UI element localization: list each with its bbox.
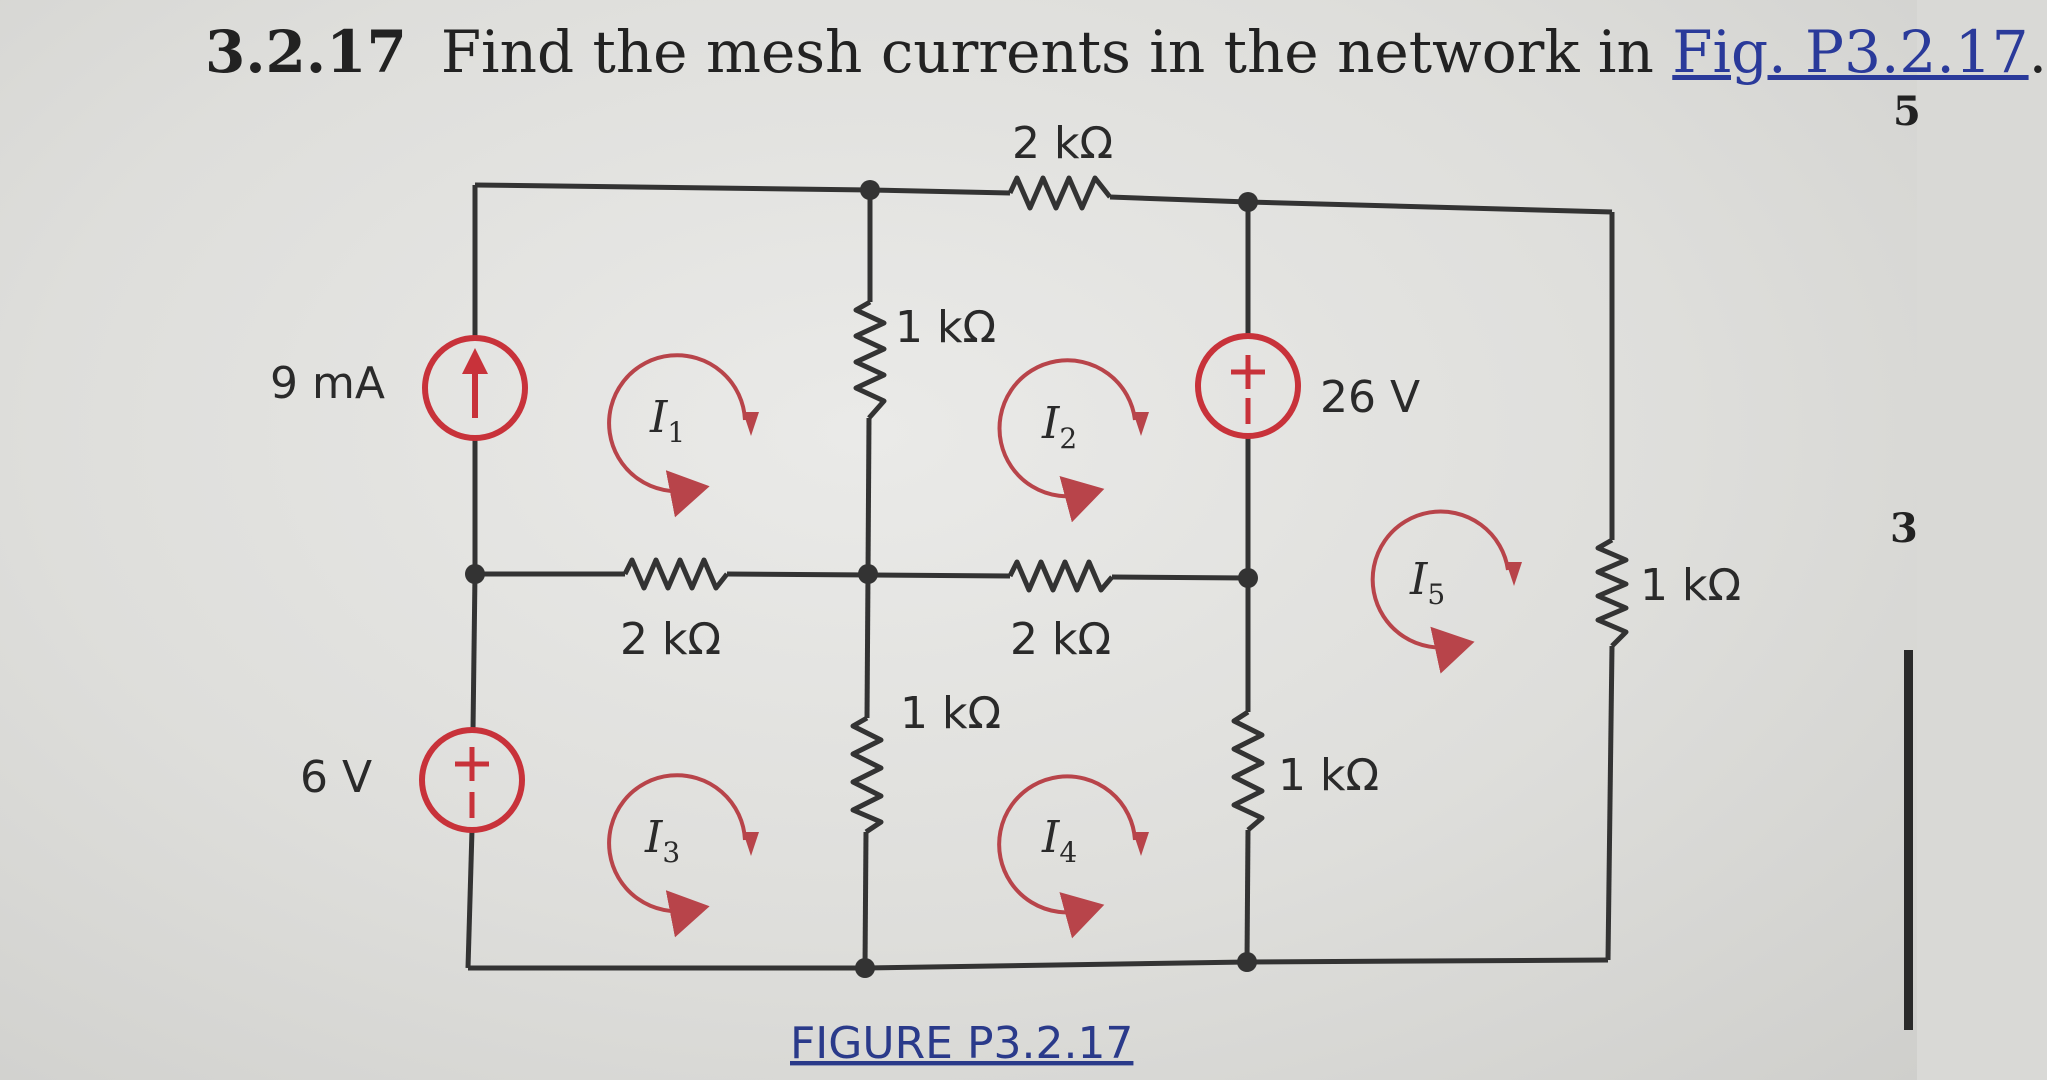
node-bottom-right-center [1237, 952, 1257, 972]
resistor-lower-right-1k [1231, 709, 1265, 832]
wire-top-mid-a [869, 187, 1011, 196]
mesh-arrowhead-5 [1506, 562, 1522, 586]
node-top-middle [860, 180, 880, 200]
wire-h-mid-c [1111, 574, 1249, 581]
mesh-arrow-5 [1370, 509, 1510, 674]
mesh-arrow-4 [997, 774, 1137, 939]
voltage-source-6v [419, 727, 525, 833]
wire-mid-lower [865, 417, 872, 575]
mesh-label-5: I5 [1409, 554, 1445, 611]
wire-top-right [1247, 199, 1613, 215]
resistor-lower-middle-1k [850, 715, 884, 835]
problem-number: 3.2.17 [205, 18, 407, 86]
resistor-top-2k [1007, 175, 1112, 211]
resistor-mid-left-2k [622, 557, 729, 591]
mesh-arrowhead-1 [743, 412, 759, 436]
label-lower-right-resistor: 1 kΩ [1278, 750, 1379, 801]
wire-top-mid-b [1109, 194, 1249, 205]
node-bottom-middle [855, 958, 875, 978]
page-edge-bar [1904, 650, 1913, 1030]
wire-rc-bottom [1244, 829, 1251, 963]
label-current-source: 9 mA [270, 358, 385, 409]
wire-mid-bottom-b [862, 831, 869, 969]
mesh-arrow-3 [607, 773, 747, 938]
edge-digit-middle: 3 [1890, 505, 1918, 552]
node-top-right-center [1238, 192, 1258, 212]
label-voltage-source-26v: 26 V [1320, 372, 1420, 423]
label-mid-left-resistor: 2 kΩ [620, 614, 721, 665]
wire-left-lower [470, 573, 478, 731]
figure-caption: FIGURE P3.2.17 [790, 1018, 1133, 1069]
wire-bottom-right [1246, 957, 1609, 965]
mesh-arrow-1 [607, 353, 747, 518]
mesh-arrowhead-4 [1133, 832, 1149, 856]
label-voltage-source-6v: 6 V [300, 752, 372, 803]
resistor-mid-center-2k [1007, 559, 1114, 593]
wire-top-left [474, 182, 871, 193]
node-mid-right-center [1238, 568, 1258, 588]
mesh-label-4: I4 [1041, 812, 1077, 869]
wire-mid-bottom-a [864, 573, 871, 719]
mesh-label-2: I2 [1041, 398, 1077, 455]
label-upper-middle-resistor: 1 kΩ [895, 302, 996, 353]
current-source-9ma [422, 335, 528, 441]
wire-left-bottom [465, 829, 475, 969]
problem-text: Find the mesh currents in the network in [440, 18, 1654, 86]
node-mid-left [465, 564, 485, 584]
problem-period: . [2028, 18, 2047, 86]
resistor-right-1k [1595, 537, 1629, 648]
resistor-upper-middle-1k [853, 299, 887, 420]
edge-digit-top: 5 [1893, 88, 1921, 135]
mesh-label-3: I3 [644, 812, 680, 869]
mesh-label-1: I1 [649, 392, 685, 449]
circuit-diagram: I1 I2 I3 I4 I5 2 kΩ 1 kΩ 9 mA 26 V 2 kΩ … [270, 118, 1741, 1069]
label-mid-center-resistor: 2 kΩ [1010, 614, 1111, 665]
mesh-arrowhead-2 [1133, 412, 1149, 436]
wire-network [465, 182, 1615, 971]
label-right-resistor: 1 kΩ [1640, 560, 1741, 611]
problem-statement: 3.2.17 Find the mesh currents in the netw… [205, 18, 2047, 86]
junction-nodes [465, 180, 1258, 978]
mesh-arrow-2 [997, 358, 1137, 523]
arrow-up-icon [462, 348, 488, 374]
figure-reference-link[interactable]: Fig. P3.2.17 [1672, 18, 2029, 86]
wire-bottom-mid [864, 959, 1248, 971]
label-lower-middle-resistor: 1 kΩ [900, 688, 1001, 739]
voltage-source-26v [1195, 333, 1301, 439]
mesh-arrowhead-3 [743, 832, 759, 856]
wire-right-bottom [1605, 645, 1615, 961]
node-mid-center [858, 564, 878, 584]
label-top-resistor: 2 kΩ [1012, 118, 1113, 169]
